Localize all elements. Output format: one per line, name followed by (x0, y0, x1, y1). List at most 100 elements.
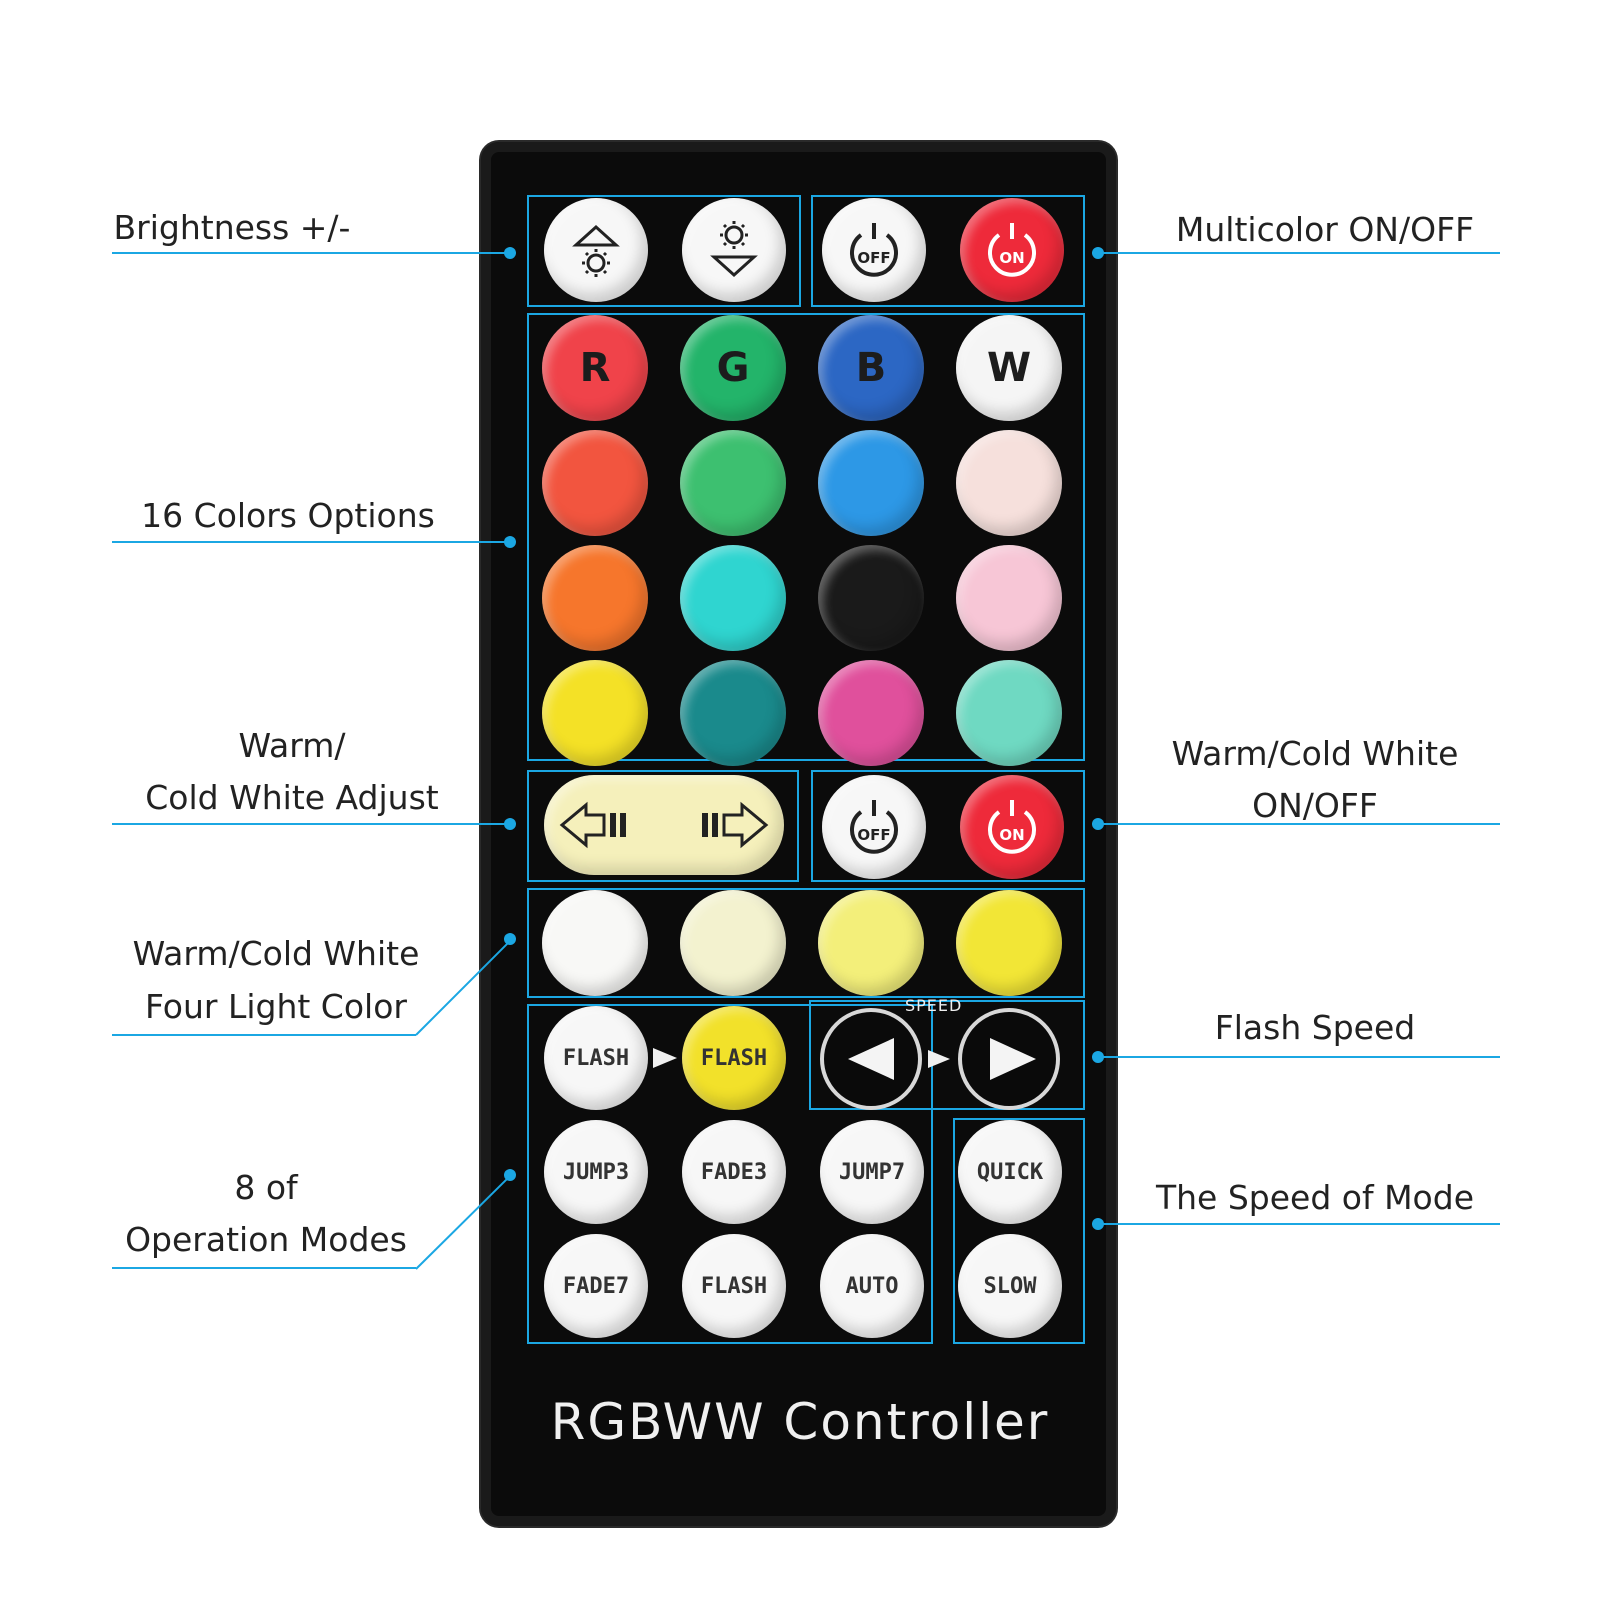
color-button-blue[interactable]: B (818, 315, 924, 421)
flash-button[interactable]: FLASH (544, 1006, 648, 1110)
group-warm-power (811, 770, 1085, 882)
play-arrow-icon (653, 1048, 677, 1068)
callout-warm-adjust-2: Cold White Adjust (145, 778, 439, 817)
color-button[interactable] (680, 660, 786, 766)
color-button[interactable] (680, 430, 786, 536)
brightness-up-button[interactable] (544, 198, 648, 302)
four-light-button[interactable] (818, 890, 924, 996)
off-text: OFF (857, 826, 890, 844)
mode-auto-button[interactable]: AUTO (820, 1234, 924, 1338)
multicolor-off-button[interactable]: OFF (822, 198, 926, 302)
callout-line (1098, 252, 1500, 254)
group-modes (527, 1004, 933, 1344)
on-text: ON (999, 249, 1024, 267)
mode-jump3-button[interactable]: JUMP3 (544, 1120, 648, 1224)
callout-line (112, 823, 510, 825)
brightness-down-icon (710, 221, 758, 278)
callout-line (1098, 823, 1500, 825)
color-button[interactable] (818, 660, 924, 766)
mode-label: FADE3 (700, 1159, 768, 1185)
callout-diagonal (415, 940, 511, 1036)
callout-dot (504, 247, 516, 259)
callout-dot (504, 1169, 516, 1181)
warm-white-on-button[interactable]: ON (960, 775, 1064, 879)
callout-line (112, 1034, 416, 1036)
callout-modes-1: 8 of (234, 1168, 298, 1207)
callout-dot (1092, 1051, 1104, 1063)
callout-speed-of-mode: The Speed of Mode (1155, 1178, 1474, 1217)
mode-flash-button[interactable]: FLASH (682, 1234, 786, 1338)
color-button[interactable] (818, 430, 924, 536)
warm-cold-adjust-rocker[interactable] (544, 775, 784, 875)
arrow-right-bars-icon (702, 801, 769, 849)
group-multicolor-power (811, 195, 1085, 307)
callout-warm-onoff-1: Warm/Cold White (1171, 734, 1459, 773)
color-button-green[interactable]: G (680, 315, 786, 421)
color-button[interactable] (956, 545, 1062, 651)
w-label: W (986, 345, 1032, 391)
power-off-icon: OFF (850, 223, 898, 277)
mode-fade3-button[interactable]: FADE3 (682, 1120, 786, 1224)
callout-line (112, 252, 510, 254)
callout-modes-2: Operation Modes (125, 1220, 407, 1259)
color-button[interactable] (818, 545, 924, 651)
mode-label: AUTO (845, 1273, 899, 1299)
callout-diagonal (415, 1175, 511, 1270)
quick-label: QUICK (976, 1159, 1044, 1185)
callout-dot (1092, 818, 1104, 830)
flash-label: FLASH (700, 1045, 768, 1071)
color-button[interactable] (956, 660, 1062, 766)
on-text: ON (999, 826, 1024, 844)
color-button[interactable] (956, 430, 1062, 536)
color-button[interactable] (542, 430, 648, 536)
four-light-button[interactable] (956, 890, 1062, 996)
four-light-button[interactable] (542, 890, 648, 996)
callout-line (1098, 1223, 1500, 1225)
speed-label: SPEED (905, 996, 963, 1015)
multicolor-on-button[interactable]: ON (960, 198, 1064, 302)
r-label: R (579, 345, 611, 391)
callout-warm-adjust-1: Warm/ (238, 726, 346, 765)
mode-label: JUMP3 (562, 1159, 630, 1185)
callout-dot (1092, 1218, 1104, 1230)
brightness-down-button[interactable] (682, 198, 786, 302)
four-light-button[interactable] (680, 890, 786, 996)
group-16-colors (527, 313, 1085, 761)
callout-four-light-2: Four Light Color (145, 987, 407, 1026)
mode-label: FADE7 (562, 1273, 630, 1299)
color-button[interactable] (542, 545, 648, 651)
callout-line (112, 1267, 416, 1269)
off-text: OFF (857, 249, 890, 267)
triangle-left-icon (848, 1038, 894, 1080)
slow-button[interactable]: SLOW (958, 1234, 1062, 1338)
callout-dot (504, 933, 516, 945)
speed-up-button[interactable] (958, 1008, 1060, 1110)
power-on-icon: ON (988, 800, 1036, 854)
group-mode-speed (953, 1118, 1085, 1344)
callout-brightness: Brightness +/- (113, 208, 351, 247)
warm-white-off-button[interactable]: OFF (822, 775, 926, 879)
callout-line (112, 541, 510, 543)
color-button-red[interactable]: R (542, 315, 648, 421)
power-on-icon: ON (988, 223, 1036, 277)
callout-dot (1092, 247, 1104, 259)
color-button[interactable] (542, 660, 648, 766)
speed-down-button[interactable] (820, 1008, 922, 1110)
color-button-white[interactable]: W (956, 315, 1062, 421)
mode-label: JUMP7 (838, 1159, 906, 1185)
color-button[interactable] (680, 545, 786, 651)
group-warm-adjust (527, 770, 799, 882)
triangle-right-icon (990, 1038, 1036, 1080)
mode-jump7-button[interactable]: JUMP7 (820, 1120, 924, 1224)
callout-dot (504, 536, 516, 548)
mode-fade7-button[interactable]: FADE7 (544, 1234, 648, 1338)
callout-four-light-1: Warm/Cold White (132, 934, 420, 973)
quick-button[interactable]: QUICK (958, 1120, 1062, 1224)
mode-label: FLASH (700, 1273, 768, 1299)
group-four-light (527, 888, 1085, 998)
flash-yellow-button[interactable]: FLASH (682, 1006, 786, 1110)
g-label: G (716, 345, 750, 391)
callout-line (1098, 1056, 1500, 1058)
slow-label: SLOW (983, 1273, 1037, 1299)
callout-warm-onoff-2: ON/OFF (1252, 786, 1378, 825)
